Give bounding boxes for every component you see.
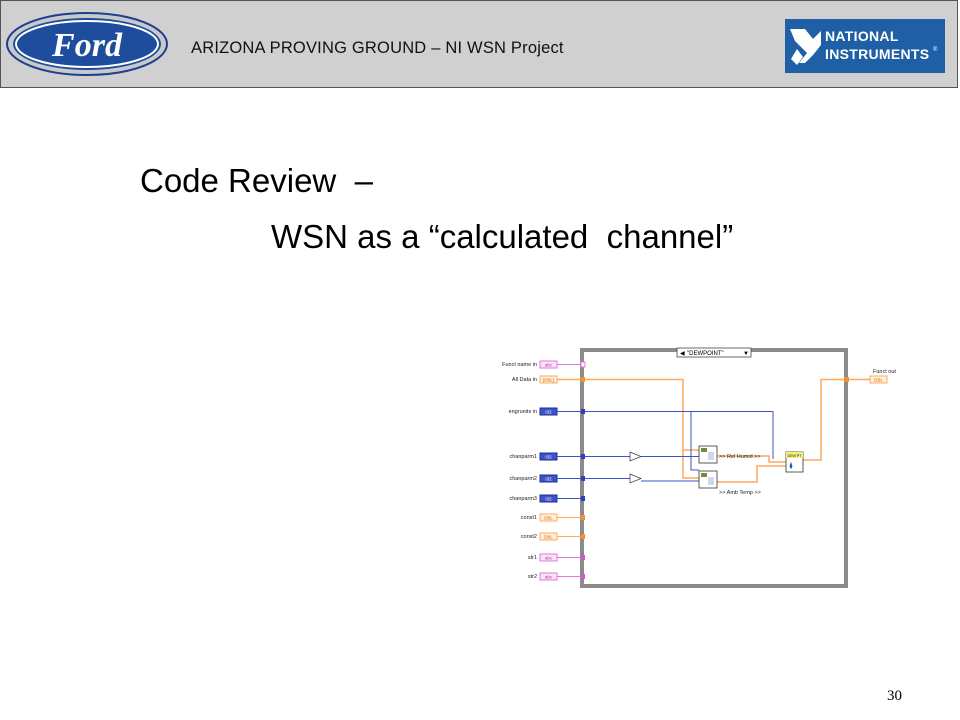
amb-temp-subvi[interactable]	[698, 470, 718, 489]
dewpoint-subvi-label: DEW PT	[788, 454, 803, 458]
terminal-type: I32	[545, 410, 552, 415]
terminal-type: abc	[545, 363, 553, 368]
ni-logo-registered: ®	[933, 47, 938, 53]
ford-logo: Ford	[5, 11, 169, 77]
output-terminal-type: DBL	[874, 378, 883, 383]
slide-title-line1: Code Review –	[140, 162, 373, 199]
rel-humid-wire-label: >> Rel Humid >>	[719, 454, 761, 460]
amb-temp-wire-label: >> Amb Temp >>	[719, 490, 761, 496]
terminal-label: Funct name in	[502, 362, 537, 368]
case-structure-frame	[580, 348, 848, 588]
input-terminal[interactable]: str2 abc	[528, 572, 558, 581]
input-wires	[557, 364, 582, 577]
input-terminal[interactable]: chanparm1 I32	[509, 452, 558, 461]
input-terminal[interactable]: chanparm2 I32	[509, 474, 558, 483]
case-tunnels	[580, 361, 849, 579]
case-selector-label: "DEWPOINT"	[687, 351, 724, 357]
ni-logo-line1: NATIONAL	[825, 28, 899, 44]
national-instruments-logo: NATIONAL INSTRUMENTS ®	[785, 19, 945, 73]
case-selector[interactable]	[676, 347, 752, 358]
page-number: 30	[887, 688, 902, 704]
slide-title-line2: WSN as a “calculated channel”	[271, 218, 734, 255]
internal-wires	[585, 378, 870, 483]
header-title: ARIZONA PROVING GROUND – NI WSN Project	[191, 39, 564, 57]
labview-block-diagram: ◀ ▼ "DEWPOINT" Funct name in abc All Dat…	[495, 340, 910, 595]
water-drop-icon	[789, 461, 793, 469]
ni-logo-line2: INSTRUMENTS	[825, 46, 930, 62]
terminal-label: chanparm1	[509, 454, 537, 460]
output-terminal[interactable]: Funct out DBL	[869, 369, 896, 384]
decrement-node[interactable]	[629, 451, 642, 462]
dewpoint-subvi[interactable]: DEW PT	[785, 451, 804, 473]
terminal-type: [DBL]	[543, 378, 554, 383]
terminal-type: DBL	[544, 516, 553, 521]
terminal-label: chanparm3	[509, 496, 537, 502]
rel-humid-subvi[interactable]	[698, 445, 718, 464]
terminal-type: abc	[545, 575, 553, 580]
case-selector-left-arrow[interactable]: ◀	[680, 351, 685, 357]
terminal-type: I32	[545, 497, 552, 502]
terminal-label: const2	[521, 534, 537, 540]
terminal-label: chanparm2	[509, 476, 537, 482]
input-terminal[interactable]: Funct name in abc	[502, 360, 558, 369]
terminal-label: const1	[521, 515, 537, 521]
terminal-type: I32	[545, 477, 552, 482]
input-terminal[interactable]: All Data in [DBL]	[512, 375, 558, 384]
terminal-label: engrunits in	[509, 409, 537, 415]
terminal-label: All Data in	[512, 377, 537, 383]
input-terminal[interactable]: const2 DBL	[521, 532, 558, 541]
terminal-type: DBL	[544, 535, 553, 540]
terminal-type: I32	[545, 455, 552, 460]
case-selector-dropdown-arrow[interactable]: ▼	[743, 351, 749, 357]
output-terminal-label: Funct out	[873, 369, 896, 375]
ni-eagle-icon	[790, 29, 821, 65]
slide-header: Ford ARIZONA PROVING GROUND – NI WSN Pro…	[0, 0, 958, 88]
input-terminal[interactable]: const1 DBL	[521, 513, 558, 522]
input-terminal[interactable]: chanparm3 I32	[509, 494, 558, 503]
terminal-type: abc	[545, 556, 553, 561]
terminal-label: str2	[528, 574, 537, 580]
ford-logo-text: Ford	[51, 27, 123, 64]
decrement-node[interactable]	[629, 473, 642, 484]
input-terminal[interactable]: engrunits in I32	[509, 407, 558, 416]
input-terminal[interactable]: str1 abc	[528, 553, 558, 562]
terminal-label: str1	[528, 555, 537, 561]
